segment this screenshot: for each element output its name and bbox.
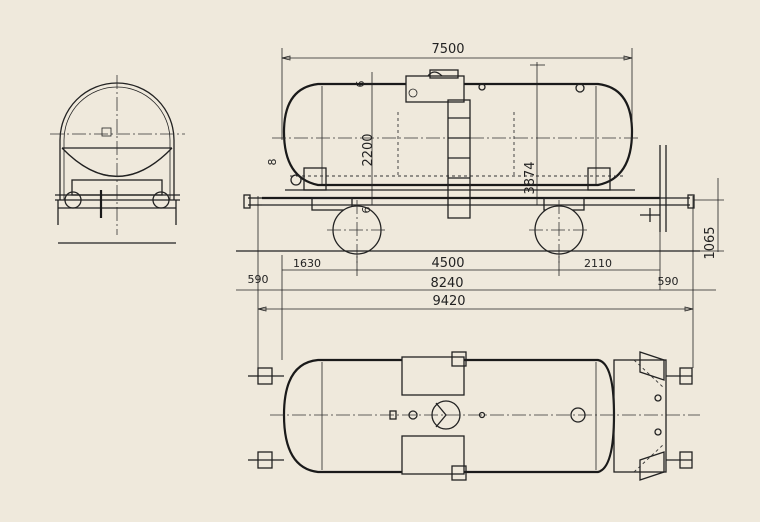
dim-total-height: 3874 xyxy=(523,161,538,194)
side-elevation xyxy=(236,69,700,265)
dim-frame-length: 8240 xyxy=(430,276,463,291)
dim-offset-bottom: 6 xyxy=(360,207,373,214)
dim-right-overhang: 590 xyxy=(658,275,679,288)
dimension-labels: 7500 6 2200 6 8 3874 1065 1630 4500 2110… xyxy=(248,42,719,309)
dim-tank-height: 2200 xyxy=(361,133,376,166)
dim-overall-tank-length: 7500 xyxy=(431,42,464,57)
dim-length-over-buffers: 9420 xyxy=(432,294,465,309)
dim-angle-mark: 8 xyxy=(266,159,279,166)
dim-axle-right-offset: 2110 xyxy=(584,257,612,270)
dimension-lines xyxy=(236,48,724,368)
dim-wheelbase: 4500 xyxy=(431,256,464,271)
dim-left-overhang: 590 xyxy=(248,273,269,286)
dim-offset-top: 6 xyxy=(354,81,367,88)
dim-buffer-height: 1065 xyxy=(703,226,718,259)
plan-view xyxy=(248,351,700,481)
dim-axle-left-offset: 1630 xyxy=(293,257,321,270)
end-view xyxy=(50,75,185,244)
